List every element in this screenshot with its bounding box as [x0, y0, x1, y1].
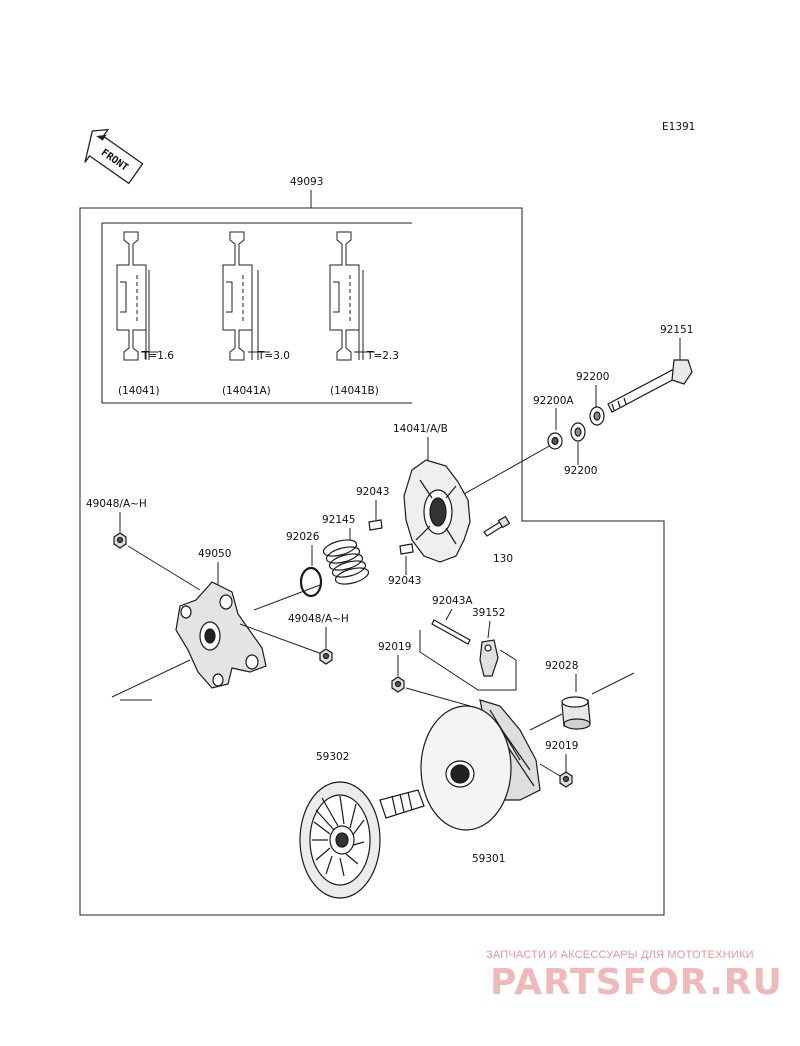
callout-49050: 49050: [198, 548, 231, 560]
spider-49050: [175, 581, 267, 689]
washer-92200-top: [589, 406, 605, 426]
inset-box: [101, 222, 412, 404]
callout-92043-top: 92043: [356, 486, 389, 498]
callout-92200-bottom: 92200: [564, 465, 597, 477]
bolt-92151: [607, 359, 693, 413]
washer-92200A: [547, 432, 563, 450]
movable-sheave-59301: [420, 699, 541, 831]
callout-92026: 92026: [286, 531, 320, 543]
ring-92026: [299, 566, 323, 598]
pin-92043-bottom: [399, 543, 414, 555]
assembly-frame: [79, 207, 665, 916]
front-arrow-icon: FRONT: [84, 128, 144, 185]
bolt-130: [483, 515, 511, 537]
bushing-92028: [561, 696, 591, 730]
callout-49048-top: 49048/A~H: [86, 498, 147, 510]
spring-92145: [322, 539, 370, 585]
watermark-tagline: ЗАПЧАСТИ И АКСЕССУАРЫ ДЛЯ МОТОТЕХНИКИ: [486, 949, 754, 961]
shim-profile-1: [116, 231, 158, 361]
callout-92151: 92151: [660, 324, 693, 336]
callout-49048-bottom: 49048/A~H: [288, 613, 349, 625]
shaft-92043A: [431, 619, 471, 645]
shim-profile-2: [222, 231, 270, 361]
shim-thickness-3: T=2.3: [366, 350, 399, 362]
nut-49048-top: [113, 532, 127, 549]
shim-thickness-1: T=1.6: [141, 350, 174, 362]
cover-14041: [403, 459, 471, 563]
callout-92043A: 92043A: [432, 595, 473, 607]
callout-14041: 14041/A/B: [393, 423, 448, 435]
callout-92145: 92145: [322, 514, 355, 526]
shim-thickness-2: T=3.0: [257, 350, 290, 362]
callout-39152: 39152: [472, 607, 505, 619]
nut-49048-bottom: [319, 648, 333, 665]
callout-92043-bottom: 92043: [388, 575, 421, 587]
shim-part-2: (14041A): [222, 385, 271, 397]
washer-92200-bottom: [570, 422, 586, 442]
callout-92028: 92028: [545, 660, 578, 672]
callout-92200-top: 92200: [576, 371, 609, 383]
shim-part-3: (14041B): [330, 385, 379, 397]
callout-49093: 49093: [290, 176, 323, 188]
callout-92019-right: 92019: [545, 740, 578, 752]
callout-59302: 59302: [316, 751, 349, 763]
pin-92043-top: [368, 519, 383, 531]
callout-92200A: 92200A: [533, 395, 574, 407]
weight-39152: [479, 639, 499, 677]
shim-part-1: (14041): [118, 385, 160, 397]
nut-92019-left: [391, 676, 405, 693]
shim-profile-3: [329, 231, 375, 361]
nut-92019-right: [559, 771, 573, 788]
diagram-code: E1391: [662, 121, 695, 133]
fixed-sheave-59302: [299, 781, 425, 899]
callout-59301: 59301: [472, 853, 505, 865]
callout-92019-left: 92019: [378, 641, 411, 653]
callout-130: 130: [493, 553, 513, 565]
watermark-logo: PARTSFOR.RU: [490, 962, 783, 1003]
